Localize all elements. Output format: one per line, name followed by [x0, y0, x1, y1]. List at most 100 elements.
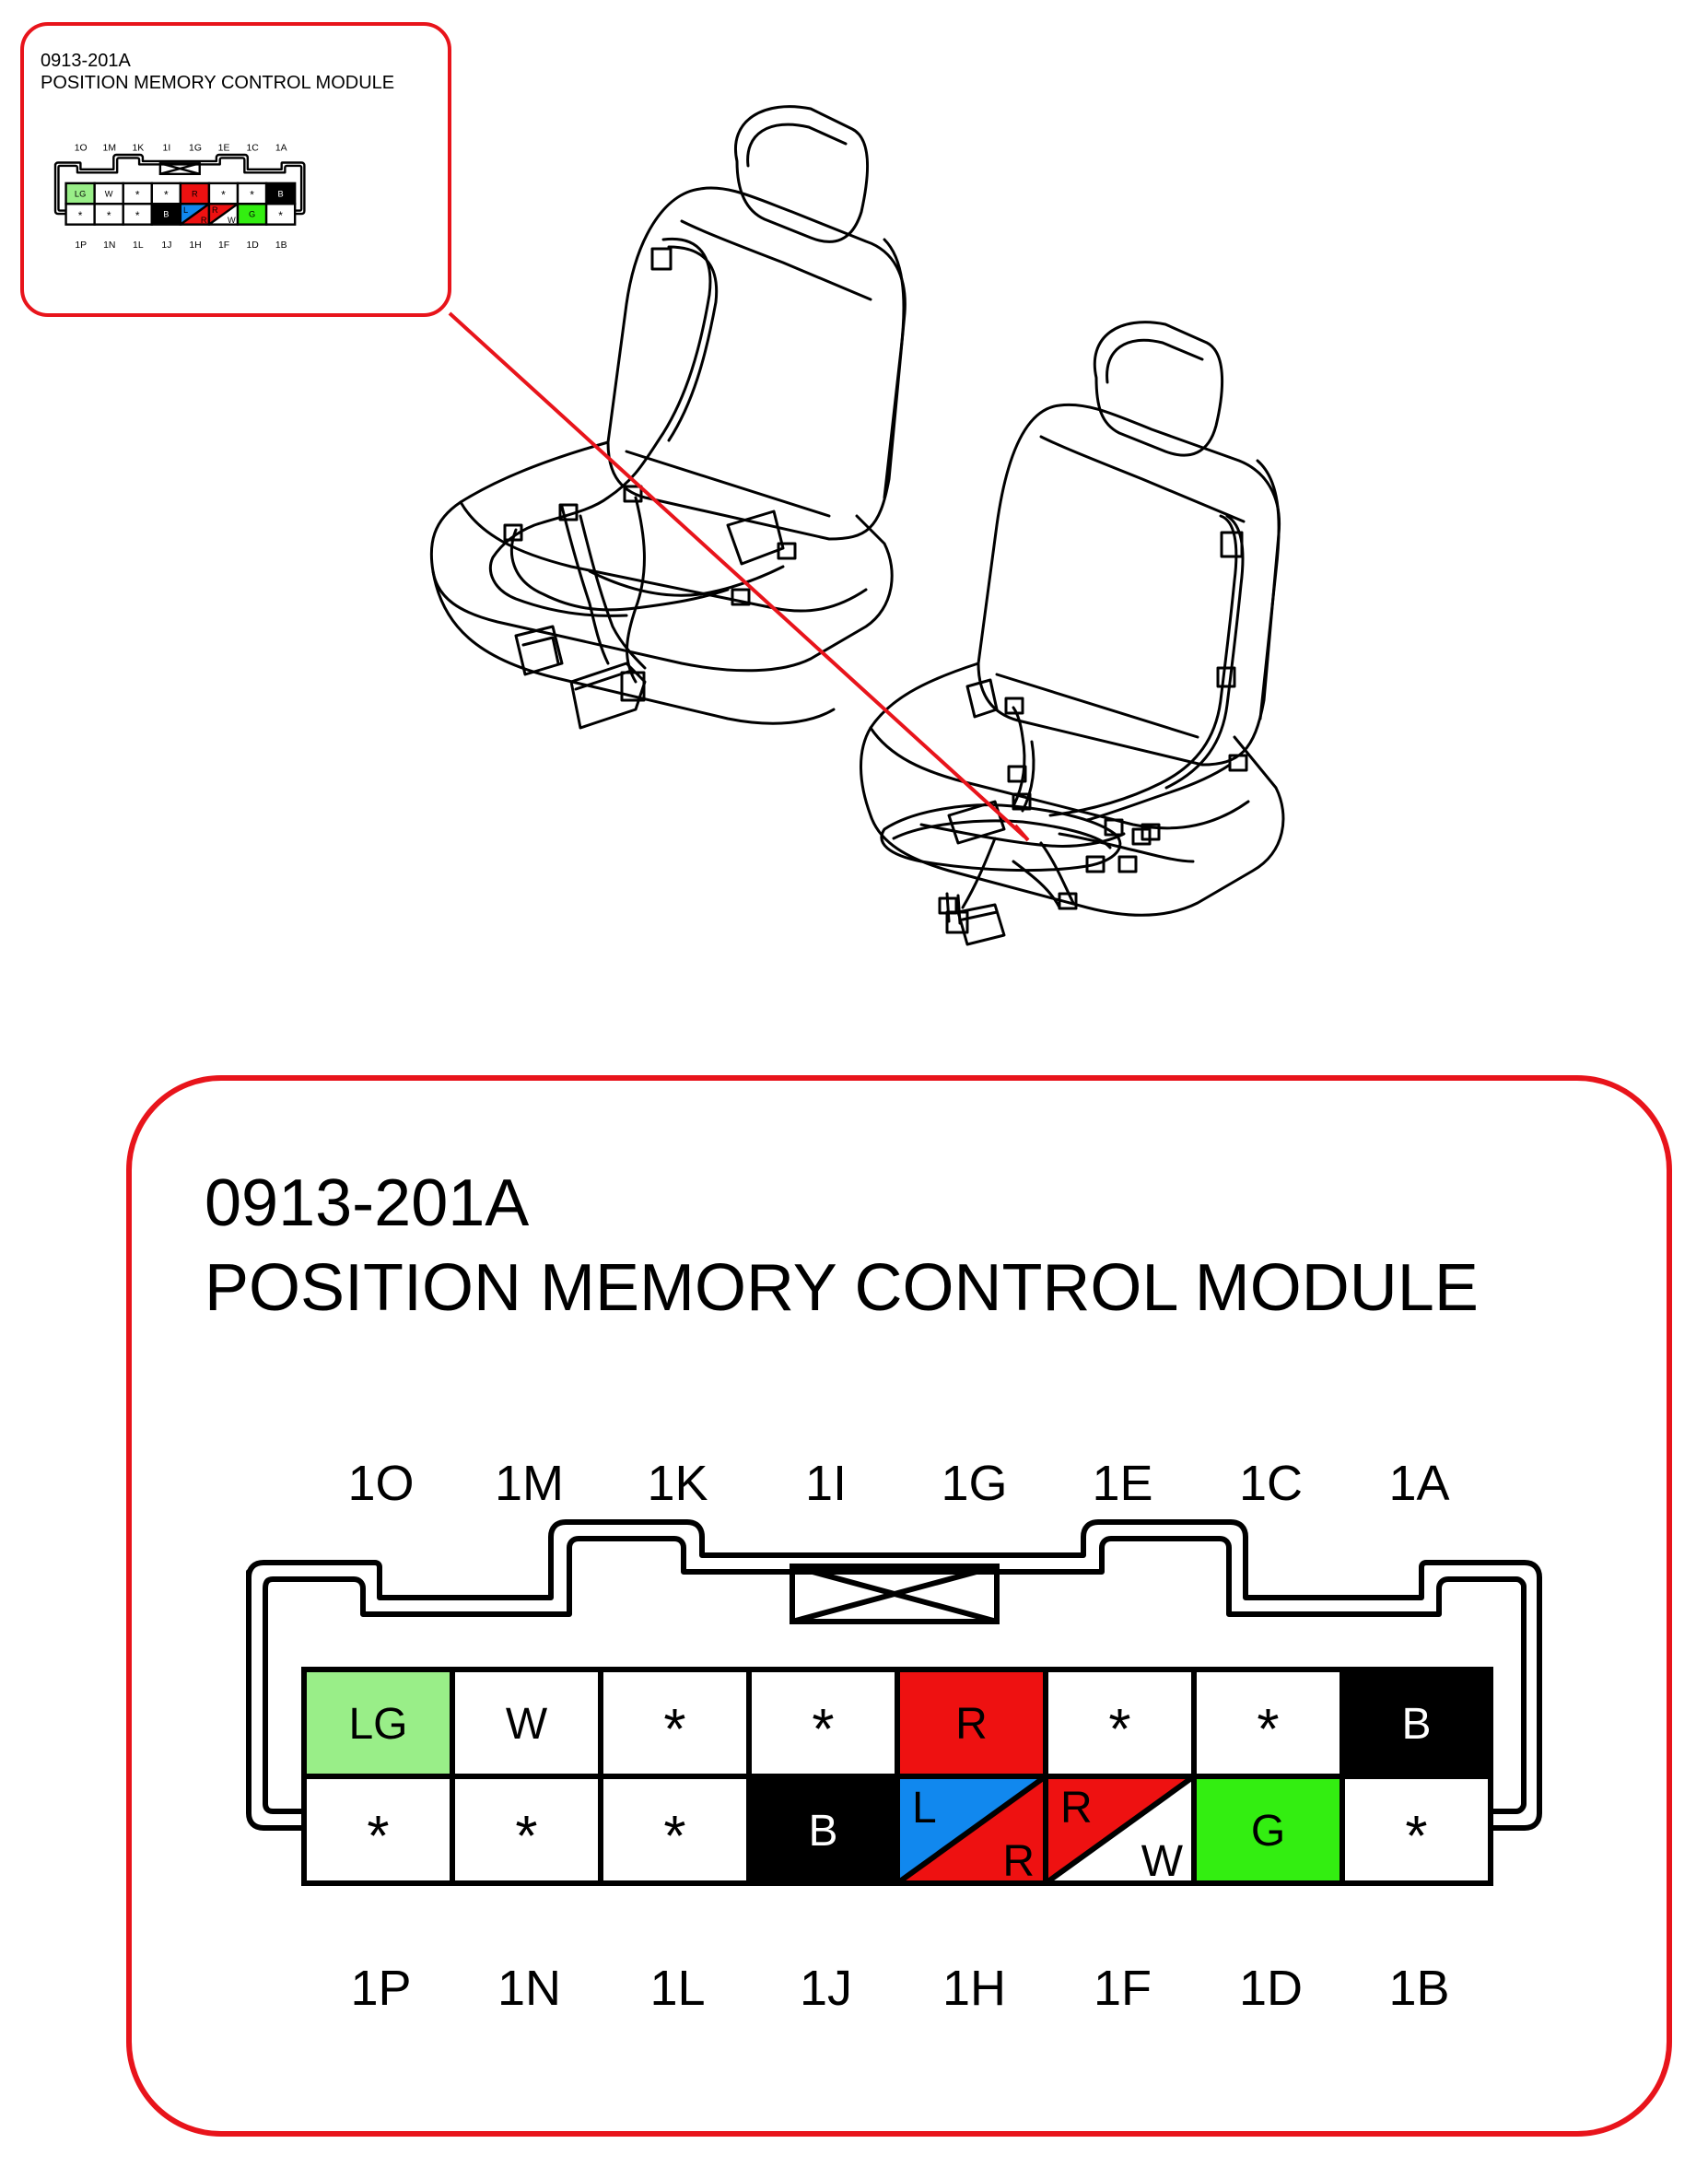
connector-housing [246, 1519, 1542, 1831]
wire-color-label: R [955, 1700, 988, 1749]
pin-label-1a: 1A [1388, 1456, 1449, 1511]
pin-label-1b: 1B [275, 240, 287, 251]
pin-cavity-1n: * [93, 203, 124, 226]
wire-stripe-label: W [228, 216, 236, 225]
pin-cavity-1c: * [236, 182, 268, 205]
pin-cavity-1g: R [895, 1667, 1048, 1779]
pin-label-1g: 1G [941, 1456, 1007, 1511]
wire-color-label: R [1060, 1784, 1093, 1833]
pin-cavity-1a: B [264, 182, 297, 205]
pin-label-1k: 1K [647, 1456, 708, 1511]
unused-pin-mark: * [278, 209, 283, 222]
unused-pin-mark: * [135, 188, 140, 201]
connector-housing [53, 153, 306, 216]
pin-label-1j: 1J [800, 1961, 852, 2016]
unused-pin-mark: * [515, 1805, 537, 1868]
pin-cavity-1i: * [746, 1667, 900, 1779]
inset-module-code: 0913-201A [41, 51, 132, 71]
pin-cavity-1o: LG [64, 182, 96, 205]
unused-pin-mark: * [663, 1698, 685, 1762]
pin-cavity-1j: B [150, 203, 182, 226]
wire-color-label: W [105, 189, 113, 198]
wire-color-label: B [278, 189, 284, 198]
pin-cavity-1n: * [450, 1774, 603, 1886]
module-name: POSITION MEMORY CONTROL MODULE [205, 1251, 1479, 1325]
module-code: 0913-201A [205, 1166, 529, 1240]
pin-label-1p: 1P [75, 240, 87, 251]
pin-cavity-1p: * [301, 1774, 455, 1886]
pin-cavity-1f: RW [1043, 1774, 1197, 1886]
pin-label-1i: 1I [163, 143, 171, 153]
pin-cavity-1a: B [1339, 1667, 1493, 1779]
pin-cavity-1h: LR [179, 203, 211, 226]
unused-pin-mark: * [164, 188, 169, 201]
pin-cavity-1h: LR [895, 1774, 1048, 1886]
pin-cavity-1j: B [746, 1774, 900, 1886]
pin-cavity-1m: W [450, 1667, 603, 1779]
pin-cavity-1p: * [64, 203, 96, 226]
unused-pin-mark: * [1257, 1698, 1279, 1762]
pin-cavity-1i: * [150, 182, 182, 205]
wire-color-label: B [1401, 1700, 1431, 1749]
pin-cavity-1l: * [122, 203, 153, 226]
wire-color-label: B [808, 1807, 837, 1856]
pin-label-1n: 1N [103, 240, 115, 251]
pin-label-1e: 1E [1092, 1456, 1152, 1511]
pin-label-1h: 1H [942, 1961, 1006, 2016]
pin-cavity-1e: * [1043, 1667, 1197, 1779]
pin-label-1d: 1D [1239, 1961, 1303, 2016]
wire-color-label: G [1251, 1807, 1285, 1856]
wire-color-label: R [192, 189, 198, 198]
unused-pin-mark: * [663, 1805, 685, 1868]
wire-color-label: B [163, 210, 169, 219]
pin-cavity-1d: G [1191, 1774, 1345, 1886]
wire-color-label: W [506, 1700, 548, 1749]
left-seat [429, 105, 907, 730]
unused-pin-mark: * [221, 188, 226, 201]
pin-label-1c: 1C [246, 143, 259, 153]
pin-label-1p: 1P [350, 1961, 411, 2016]
pin-label-1d: 1D [246, 240, 259, 251]
wire-stripe-label: R [201, 216, 207, 225]
pin-label-1f: 1F [218, 240, 229, 251]
pin-cavity-1k: * [122, 182, 153, 205]
inset-module-name: POSITION MEMORY CONTROL MODULE [41, 73, 394, 93]
wire-color-label: L [183, 205, 188, 215]
pin-cavity-1d: G [236, 203, 268, 226]
pin-label-1g: 1G [189, 143, 202, 153]
unused-pin-mark: * [1108, 1698, 1130, 1762]
pin-cavity-1b: * [264, 203, 297, 226]
pin-cavity-1c: * [1191, 1667, 1345, 1779]
pin-label-1l: 1L [649, 1961, 705, 2016]
wire-color-label: LG [348, 1700, 407, 1749]
unused-pin-mark: * [1405, 1805, 1427, 1868]
pin-label-1b: 1B [1388, 1961, 1449, 2016]
wire-color-label: G [249, 210, 255, 219]
pin-cavity-1e: * [207, 182, 240, 205]
pin-cavity-1k: * [598, 1667, 752, 1779]
pin-cavity-1m: W [93, 182, 124, 205]
pin-label-1f: 1F [1094, 1961, 1152, 2016]
pin-cavity-1l: * [598, 1774, 752, 1886]
pin-cavity-1g: R [179, 182, 211, 205]
callout-line [448, 311, 1026, 838]
unused-pin-mark: * [107, 209, 111, 222]
pin-label-1i: 1I [805, 1456, 847, 1511]
pin-label-1e: 1E [218, 143, 230, 153]
unused-pin-mark: * [78, 209, 83, 222]
pin-label-1m: 1M [495, 1456, 564, 1511]
unused-pin-mark: * [250, 188, 254, 201]
unused-pin-mark: * [135, 209, 140, 222]
pin-label-1a: 1A [275, 143, 287, 153]
wire-stripe-label: W [1141, 1837, 1184, 1886]
pin-label-1o: 1O [75, 143, 88, 153]
unused-pin-mark: * [367, 1805, 389, 1868]
pin-cavity-1o: LG [301, 1667, 455, 1779]
inset-frame [20, 22, 451, 317]
pin-label-1m: 1M [103, 143, 116, 153]
